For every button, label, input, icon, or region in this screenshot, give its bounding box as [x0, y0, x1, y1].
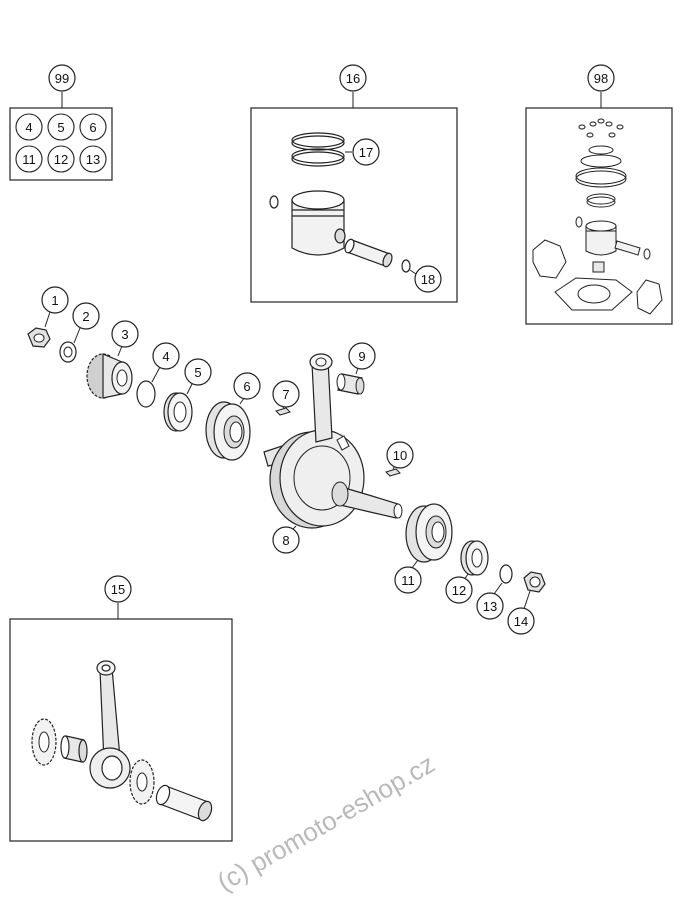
callout-18: 18: [421, 272, 435, 287]
callout-13: 13: [483, 599, 497, 614]
part-13-ring[interactable]: 13: [476, 564, 513, 620]
callout-4: 4: [162, 349, 169, 364]
base-gasket-icon: [554, 277, 633, 311]
gasket-icon: [532, 239, 567, 279]
part-1-nut[interactable]: 1: [27, 286, 69, 348]
needle-bearing-icon: [592, 261, 605, 273]
svg-text:6: 6: [89, 120, 96, 135]
svg-text:11: 11: [22, 152, 36, 167]
part-14-nut[interactable]: 14: [507, 571, 546, 635]
needle-bearing-icon: [60, 735, 88, 763]
part-5-seal[interactable]: 5: [163, 358, 212, 432]
circlip-icon: [643, 248, 651, 260]
callout-14: 14: [514, 614, 528, 629]
part-3-gear[interactable]: 3: [86, 320, 139, 399]
part-6-bearing[interactable]: 6: [205, 372, 261, 461]
part-11-bearing[interactable]: 11: [394, 503, 453, 594]
callout-10: 10: [393, 448, 407, 463]
kit-15[interactable]: 15: [9, 575, 233, 842]
callout-12: 12: [452, 583, 466, 598]
part-12-seal[interactable]: 12: [445, 540, 489, 604]
kit-99-item: 13: [79, 145, 107, 173]
kit-99[interactable]: 99 4 5 6 11 12 13: [9, 64, 113, 181]
part-2-washer[interactable]: 2: [59, 302, 100, 363]
callout-9: 9: [358, 349, 365, 364]
thrust-washer-icon: [31, 718, 57, 766]
part-7-key[interactable]: 7: [272, 380, 300, 416]
callout-7: 7: [282, 387, 289, 402]
circlip-icon: [401, 259, 411, 273]
gasket-icon: [636, 279, 663, 315]
connecting-rod-icon: [89, 660, 131, 789]
kit-99-item: 5: [47, 113, 75, 141]
callout-3: 3: [121, 327, 128, 342]
part-8-crankshaft[interactable]: 8: [263, 353, 403, 554]
kit-16-label: 16: [346, 71, 360, 86]
callout-17: 17: [359, 145, 373, 160]
kit-99-item: 6: [79, 113, 107, 141]
kit-98[interactable]: 98: [525, 64, 673, 325]
piston-pin-icon: [344, 238, 393, 268]
part-4-ring[interactable]: 4: [136, 342, 180, 408]
svg-text:13: 13: [86, 152, 100, 167]
kit-15-label: 15: [111, 582, 125, 597]
circlip-icon: [269, 195, 279, 209]
circlip-icon: [575, 216, 583, 228]
piston-icon: [291, 190, 346, 256]
callout-6: 6: [243, 379, 250, 394]
callout-2: 2: [82, 309, 89, 324]
watermark: (c) promoto-eshop.cz: [212, 748, 440, 897]
callout-8: 8: [282, 533, 289, 548]
kit-99-item: 4: [15, 113, 43, 141]
piston-pin-icon: [614, 240, 641, 256]
thrust-washer-icon: [129, 759, 155, 805]
kit-99-item: 12: [47, 145, 75, 173]
kit-16[interactable]: 16 17 18: [250, 64, 458, 303]
part-9-needle-bearing[interactable]: 9: [336, 342, 376, 395]
kit-99-label: 99: [55, 71, 69, 86]
o-rings-icon: [575, 118, 627, 208]
callout-11: 11: [401, 573, 415, 588]
callout-1: 1: [51, 293, 58, 308]
piston-icon: [585, 220, 617, 256]
svg-text:12: 12: [54, 152, 68, 167]
svg-text:4: 4: [25, 120, 32, 135]
callout-5: 5: [194, 365, 201, 380]
kit-99-item: 11: [15, 145, 43, 173]
svg-text:5: 5: [57, 120, 64, 135]
kit-98-label: 98: [594, 71, 608, 86]
part-10-key[interactable]: 10: [385, 441, 414, 477]
crank-pin-icon: [155, 784, 213, 822]
piston-rings-icon: [291, 132, 345, 167]
